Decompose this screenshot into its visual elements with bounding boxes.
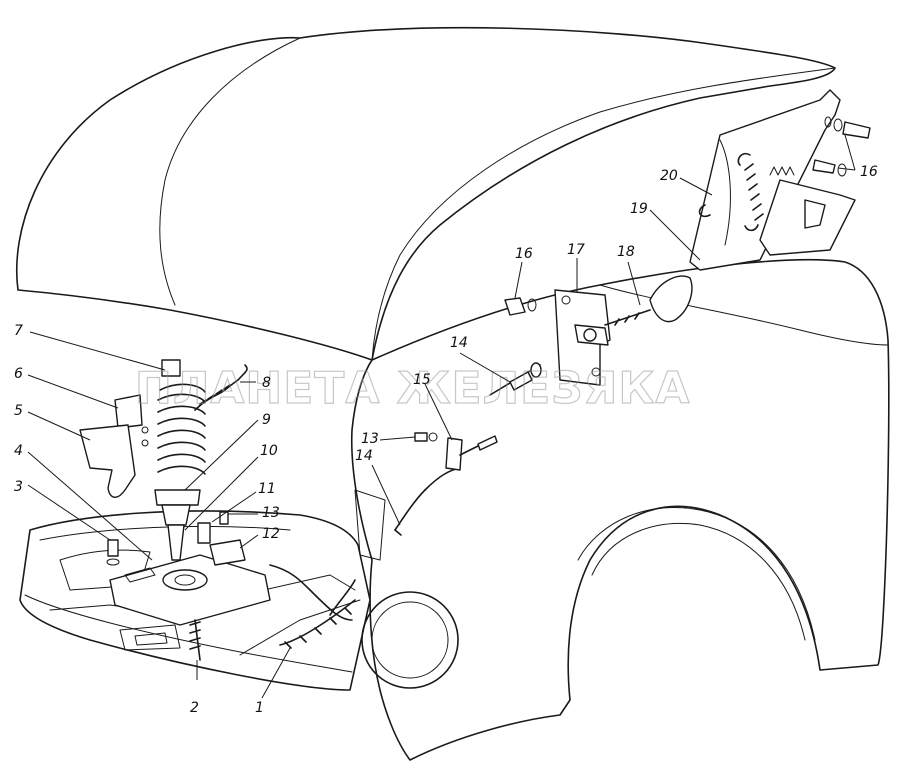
- callout-17: 17: [567, 242, 585, 258]
- callout-13b: 13: [361, 431, 379, 447]
- release-cable: [189, 467, 461, 661]
- callout-3: 3: [14, 479, 23, 495]
- handle-bracket-assembly: [504, 275, 693, 386]
- callout-6: 6: [14, 366, 23, 382]
- part-14-adjuster: [489, 362, 542, 396]
- callout-18: 18: [617, 244, 635, 260]
- callout-16b: 16: [860, 164, 878, 180]
- callout-12: 12: [262, 526, 280, 542]
- callout-5: 5: [14, 403, 23, 419]
- callout-13a: 13: [262, 505, 280, 521]
- callout-10: 10: [260, 443, 278, 459]
- callout-1: 1: [255, 700, 264, 716]
- lock-base-plate: [109, 554, 271, 626]
- callout-8: 8: [262, 375, 271, 391]
- part-8-spring: [194, 364, 248, 411]
- callout-2: 2: [190, 700, 199, 716]
- callout-16a: 16: [515, 246, 533, 262]
- hood-panel: [15, 26, 836, 361]
- callout-7: 7: [14, 323, 23, 339]
- front-fender: [350, 259, 890, 761]
- callout-labels: 1 2 3 4 5 6 7 8 9 10 11 13 12 13 14 14 1: [14, 134, 878, 716]
- striker-spring-assembly: [154, 359, 206, 561]
- callout-11: 11: [258, 481, 276, 497]
- safety-hook: [79, 394, 149, 498]
- small-hardware: [106, 432, 438, 566]
- callout-9: 9: [262, 412, 271, 428]
- hood-hinge-assembly: [689, 89, 871, 271]
- callout-19: 19: [630, 201, 648, 217]
- watermark-text: ПЛАНЕТА ЖЕЛЕЗЯКА: [135, 363, 690, 414]
- callout-4: 4: [14, 443, 23, 459]
- callout-20: 20: [660, 168, 678, 184]
- callout-14b: 14: [450, 335, 468, 351]
- callout-14a: 14: [355, 448, 373, 464]
- callout-15: 15: [413, 372, 431, 388]
- part-15-clamp: [445, 435, 498, 471]
